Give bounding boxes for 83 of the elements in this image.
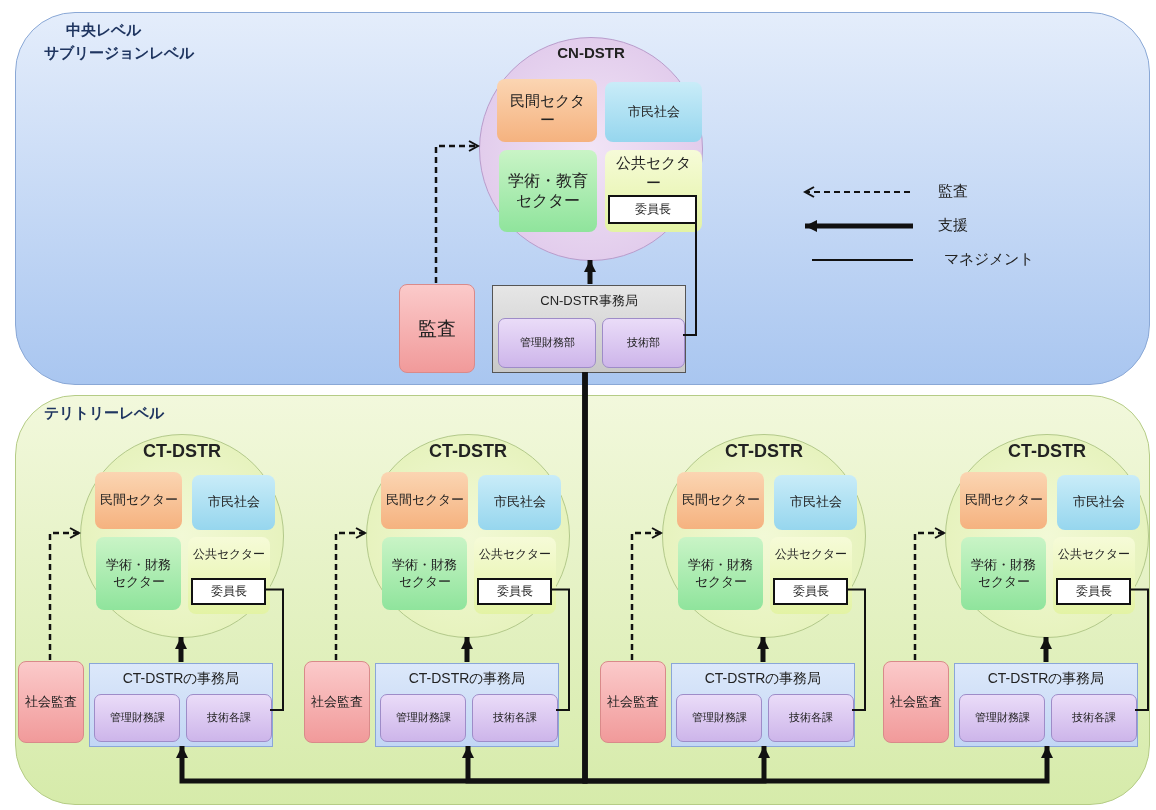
secretariat-box [375,663,559,747]
sector-box: 市民社会 [478,475,561,530]
dashed-arrow [434,140,479,283]
department-box: 技術各課 [1051,694,1137,742]
chair-box: 委員長 [773,578,848,605]
sector-box [1053,537,1135,614]
double-arrow [582,372,1053,784]
secretariat-title: CT-DSTRの事務局 [703,670,823,688]
department-box: 管理財務課 [380,694,466,742]
secretariat-title: CT-DSTRの事務局 [121,670,241,688]
secretariat-box [89,663,273,747]
connector-line [549,588,570,711]
sector-box: 学術・財務セクター [96,537,181,610]
department-box: 技術各課 [768,694,854,742]
council-title: CT-DSTR [1007,441,1087,462]
dashed-arrow [334,527,366,660]
audit-box: 社会監査 [304,661,370,743]
sector-box: 市民社会 [774,475,857,530]
council-title: CT-DSTR [724,441,804,462]
sector-label: 公共セクター [1057,547,1131,563]
dashed-arrow [913,527,945,660]
sector-box: 市民社会 [192,475,275,530]
level-title: 中央レベル [66,21,141,40]
sector-box [188,537,270,614]
sector-box: 民間セクター [95,472,182,529]
sector-box: 市民社会 [605,82,702,142]
department-box: 管理財務課 [676,694,762,742]
sector-box: 学術・教育セクター [499,150,597,232]
sector-box: 民間セクター [381,472,468,529]
secretariat-title: CT-DSTRの事務局 [407,670,527,688]
council-title: CT-DSTR [428,441,508,462]
sector-box [605,150,702,232]
sector-box: 民間セクター [960,472,1047,529]
sector-box: 民間セクター [677,472,764,529]
sector-box: 学術・財務セクター [961,537,1046,610]
audit-box: 社会監査 [600,661,666,743]
sector-box: 市民社会 [1057,475,1140,530]
double-arrow [757,637,769,662]
department-box: 技術各課 [472,694,558,742]
double-arrow [175,637,187,662]
secretariat-title: CT-DSTRの事務局 [986,670,1106,688]
department-box: 管理財務課 [94,694,180,742]
legend-label: 監査 [938,182,968,201]
sector-label: 公共セクター [478,547,552,563]
secretariat-box [671,663,855,747]
department-box: 管理財務課 [959,694,1045,742]
sector-box [474,537,556,614]
dashed-arrow [48,527,80,660]
sector-box [770,537,852,614]
legend-label: 支援 [938,216,968,235]
dashed-arrow [630,527,662,660]
level-title: サブリージョンレベル [44,44,194,63]
chair-box: 委員長 [191,578,266,605]
sector-box: 学術・財務セクター [678,537,763,610]
chair-box: 委員長 [1056,578,1131,605]
sector-box: 民間セクター [497,79,597,142]
audit-box: 監査 [399,284,475,373]
department-box: 技術部 [602,318,685,368]
connector-line [263,588,284,711]
secretariat-title: CN-DSTR事務局 [539,292,639,310]
chair-box: 委員長 [477,578,552,605]
council-title: CT-DSTR [142,441,222,462]
secretariat-box [954,663,1138,747]
sector-label: 公共セクター [774,547,848,563]
council-title: CN-DSTR [556,44,626,61]
connector-line [1128,588,1149,711]
connector-line [845,588,866,711]
double-arrow [1040,637,1052,662]
audit-box: 社会監査 [18,661,84,743]
audit-box: 社会監査 [883,661,949,743]
legend-label: マネジメント [944,250,1034,269]
level-title: テリトリーレベル [44,404,164,423]
sector-box: 学術・財務セクター [382,537,467,610]
secretariat-box [492,285,686,373]
department-box: 技術各課 [186,694,272,742]
level-band [15,395,1150,805]
double-arrow [461,637,473,662]
double-arrow [584,260,596,284]
level-band [15,12,1150,385]
sector-label: 公共セクター [192,547,266,563]
chair-box: 委員長 [608,195,697,224]
department-box: 管理財務部 [498,318,596,368]
sector-label: 公共セクター [615,153,692,192]
